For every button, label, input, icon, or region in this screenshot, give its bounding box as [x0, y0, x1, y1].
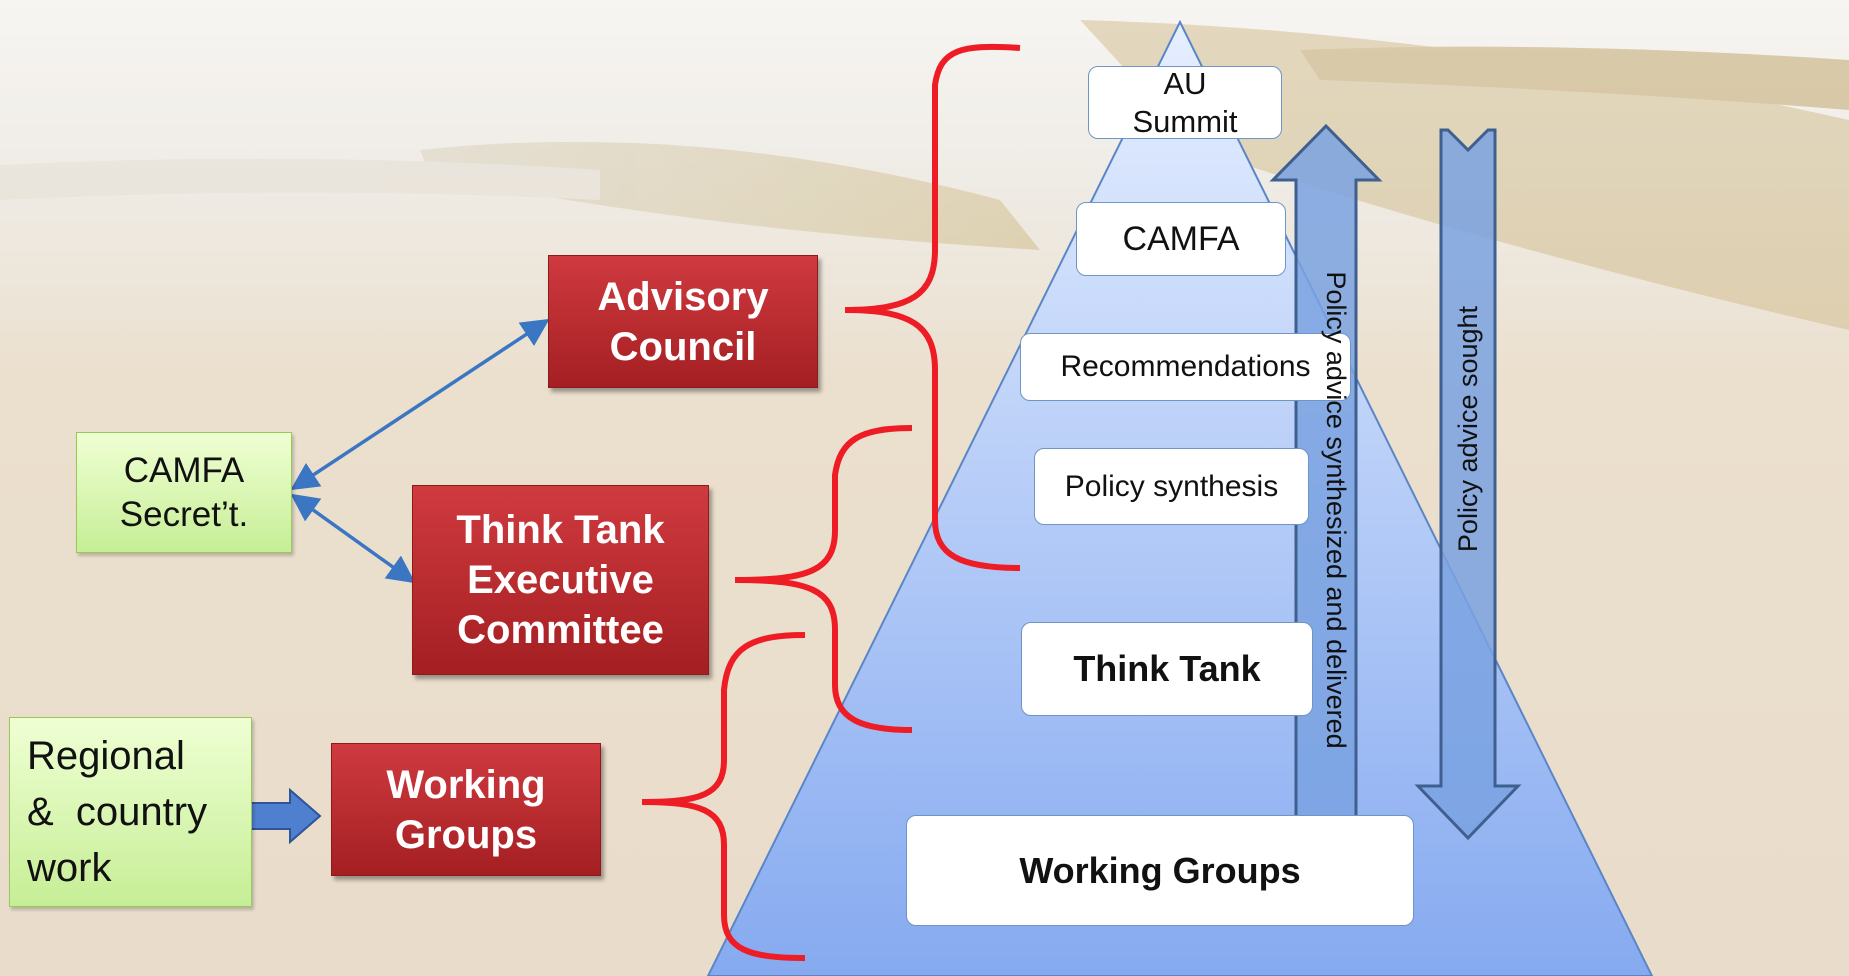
think-tank-exec-line-1: Think Tank [456, 508, 665, 552]
regional-work-line-2: & country [27, 790, 208, 834]
regional-work-text: Regional & country work [27, 728, 207, 896]
pyramid-think-tank-label: Think Tank [1073, 648, 1261, 689]
working-groups-text: Working Groups [386, 760, 545, 860]
down-arrow-label-text: Policy advice sought [1452, 305, 1483, 553]
au-summit-text: AU Summit [1132, 65, 1237, 139]
pyramid-level-camfa: CAMFA [1076, 202, 1286, 276]
regional-work-line-3: work [27, 846, 112, 890]
policy-synthesis-label: Policy synthesis [1064, 469, 1279, 503]
regional-work-line-1: Regional [27, 734, 185, 778]
au-summit-line-1: AU [1163, 66, 1207, 102]
working-groups-line-2: Groups [394, 812, 538, 857]
brace-advisory-council [844, 43, 1021, 571]
up-arrow-label: Policy advice synthesized and delivered [1316, 240, 1356, 780]
pyramid-level-working-groups: Working Groups [906, 815, 1414, 926]
think-tank-exec-line-2: Executive [467, 558, 654, 602]
down-arrow-label: Policy advice sought [1448, 279, 1488, 579]
advisory-council-line-1: Advisory [597, 274, 769, 319]
pyramid-level-policy-synthesis: Policy synthesis [1034, 448, 1309, 525]
working-groups-line-1: Working [386, 762, 546, 807]
pyramid-camfa-label: CAMFA [1122, 219, 1240, 258]
advisory-council-line-2: Council [609, 324, 757, 369]
regional-work-box: Regional & country work [9, 717, 252, 907]
brace-think-tank-exec [734, 425, 913, 733]
pyramid-level-think-tank: Think Tank [1021, 622, 1313, 716]
think-tank-exec-box: Think Tank Executive Committee [412, 485, 709, 675]
au-summit-line-2: Summit [1132, 103, 1238, 139]
think-tank-exec-text: Think Tank Executive Committee [456, 505, 664, 655]
connector-secretariat-advisory [290, 318, 550, 491]
block-right-arrow-icon [246, 787, 322, 845]
recommendations-label: Recommendations [1060, 350, 1311, 383]
up-arrow-label-text: Policy advice synthesized and delivered [1321, 271, 1352, 749]
advisory-council-text: Advisory Council [597, 272, 768, 372]
advisory-council-box: Advisory Council [548, 255, 818, 388]
pyramid-level-recommendations: Recommendations [1020, 333, 1351, 401]
camfa-secretariat-box: CAMFA Secret’t. [76, 432, 292, 553]
working-groups-box: Working Groups [331, 743, 601, 876]
camfa-secretariat-label: CAMFA Secret’t. [119, 450, 249, 534]
brace-working-groups [641, 632, 806, 961]
pyramid-level-au-summit: AU Summit [1088, 66, 1282, 139]
down-arrow-icon [1414, 128, 1522, 841]
pyramid-working-groups-label: Working Groups [1019, 849, 1301, 891]
connector-secretariat-thinktank [290, 493, 416, 584]
think-tank-exec-line-3: Committee [457, 608, 664, 652]
